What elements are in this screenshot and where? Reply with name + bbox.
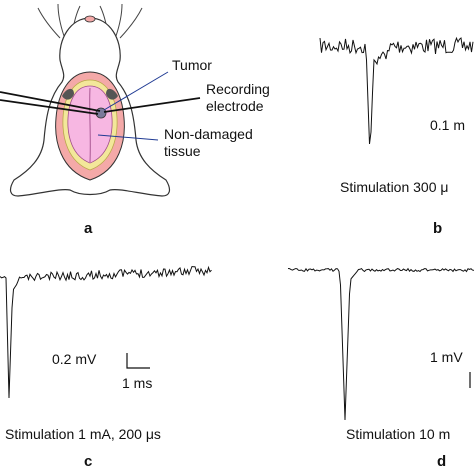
scale-c-voltage: 0.2 mV <box>52 351 97 367</box>
trace-c-line <box>0 265 212 399</box>
scale-d-voltage: 1 mV <box>430 349 463 365</box>
trace-b-line <box>319 36 474 145</box>
scale-b-voltage: 0.1 m <box>430 117 466 133</box>
label-electrode: electrode <box>206 98 264 114</box>
label-tumor: Tumor <box>172 57 212 73</box>
label-tissue: tissue <box>164 143 201 159</box>
electrodes <box>0 91 201 115</box>
stimulation-c: Stimulation 1 mA, 200 μs <box>5 426 161 442</box>
label-nondamaged: Non-damaged <box>164 126 253 142</box>
stimulation-d: Stimulation 10 m <box>346 426 451 442</box>
trace-d-line <box>287 267 474 421</box>
panel-letter-a: a <box>84 220 93 237</box>
panel-letter-d: d <box>437 453 447 470</box>
scale-bar-c <box>126 353 150 369</box>
right-eye-icon <box>106 88 118 100</box>
pointer-lines <box>97 71 169 141</box>
label-recording: Recording <box>206 81 270 97</box>
panel-letter-c: c <box>84 453 93 470</box>
snout-tip-icon <box>84 15 96 23</box>
stimulation-b: Stimulation 300 μ <box>340 179 449 195</box>
panel-letter-b: b <box>433 220 443 237</box>
left-eye-icon <box>62 88 74 100</box>
scale-c-time: 1 ms <box>122 375 153 391</box>
